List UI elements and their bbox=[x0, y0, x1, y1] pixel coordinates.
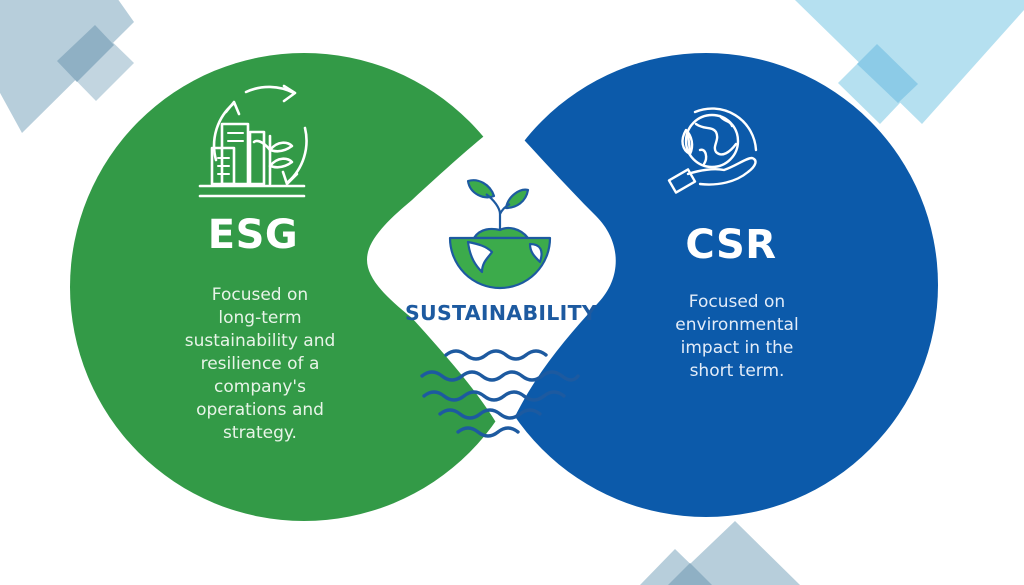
bottom-triangle-decoration bbox=[640, 521, 800, 585]
esg-circle bbox=[70, 53, 538, 521]
sustainability-label: SUSTAINABILITY bbox=[404, 301, 598, 325]
top-left-diamond-decoration bbox=[0, 0, 134, 133]
water-waves-icon bbox=[420, 349, 580, 438]
csr-description: Focused on environmental impact in the s… bbox=[675, 292, 799, 381]
csr-title: CSR bbox=[685, 222, 777, 268]
top-right-diamond-decoration bbox=[795, 0, 1024, 124]
esg-title: ESG bbox=[207, 212, 299, 258]
csr-circle bbox=[474, 53, 938, 517]
esg-description: Focused on long-term sustainability and … bbox=[184, 285, 336, 443]
sprout-globe-icon bbox=[448, 179, 552, 290]
building-plant-cycle-icon bbox=[198, 84, 308, 198]
hand-holding-globe-icon bbox=[667, 107, 758, 194]
